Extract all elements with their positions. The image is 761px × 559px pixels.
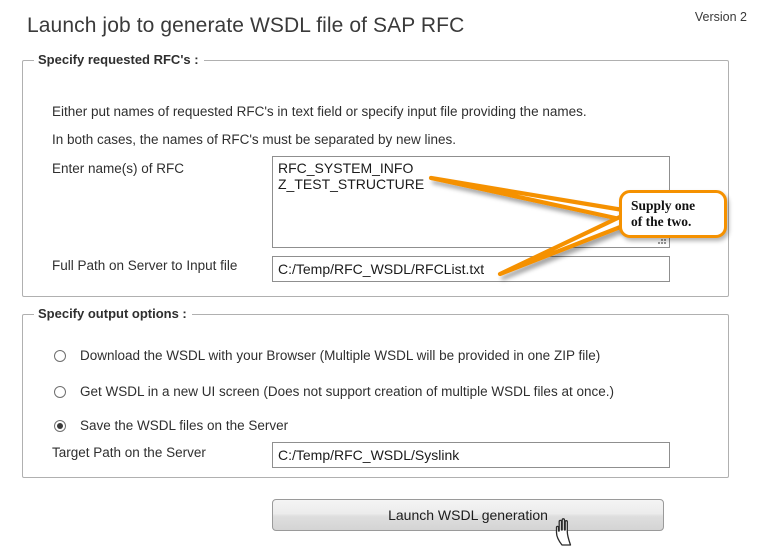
radio-icon-new-ui-screen[interactable] xyxy=(54,385,66,398)
target-path-field[interactable] xyxy=(272,442,670,468)
rfc-names-label: Enter name(s) of RFC xyxy=(52,161,185,176)
launch-wsdl-generation-button[interactable]: Launch WSDL generation xyxy=(272,499,664,531)
rfc-names-textarea[interactable] xyxy=(272,156,670,248)
requested-rfcs-fieldset: Specify requested RFC's : xyxy=(22,52,729,297)
radio-option-save-on-server[interactable]: Save the WSDL files on the Server xyxy=(54,418,288,433)
input-file-path-field[interactable] xyxy=(272,256,670,282)
version-label: Version 2 xyxy=(694,10,747,24)
requested-rfcs-legend: Specify requested RFC's : xyxy=(34,52,204,67)
rfc-info-line-1: Either put names of requested RFC's in t… xyxy=(52,104,587,119)
radio-label-new-ui-screen: Get WSDL in a new UI screen (Does not su… xyxy=(80,384,614,399)
radio-icon-download-browser[interactable] xyxy=(54,349,66,362)
callout-bubble: Supply one of the two. xyxy=(619,190,727,238)
input-file-label: Full Path on Server to Input file xyxy=(52,258,238,273)
output-options-fieldset: Specify output options : xyxy=(22,306,729,478)
radio-option-new-ui-screen[interactable]: Get WSDL in a new UI screen (Does not su… xyxy=(54,384,614,399)
radio-option-download-browser[interactable]: Download the WSDL with your Browser (Mul… xyxy=(54,348,600,363)
radio-icon-save-on-server[interactable] xyxy=(54,419,66,432)
callout-line-2: of the two. xyxy=(631,214,692,229)
rfc-info-line-2: In both cases, the names of RFC's must b… xyxy=(52,132,457,147)
page-title: Launch job to generate WSDL file of SAP … xyxy=(27,14,465,37)
radio-label-download-browser: Download the WSDL with your Browser (Mul… xyxy=(80,348,601,363)
callout-line-1: Supply one xyxy=(631,198,696,213)
output-options-legend: Specify output options : xyxy=(34,306,192,321)
target-path-label: Target Path on the Server xyxy=(52,445,206,460)
radio-label-save-on-server: Save the WSDL files on the Server xyxy=(80,418,289,433)
